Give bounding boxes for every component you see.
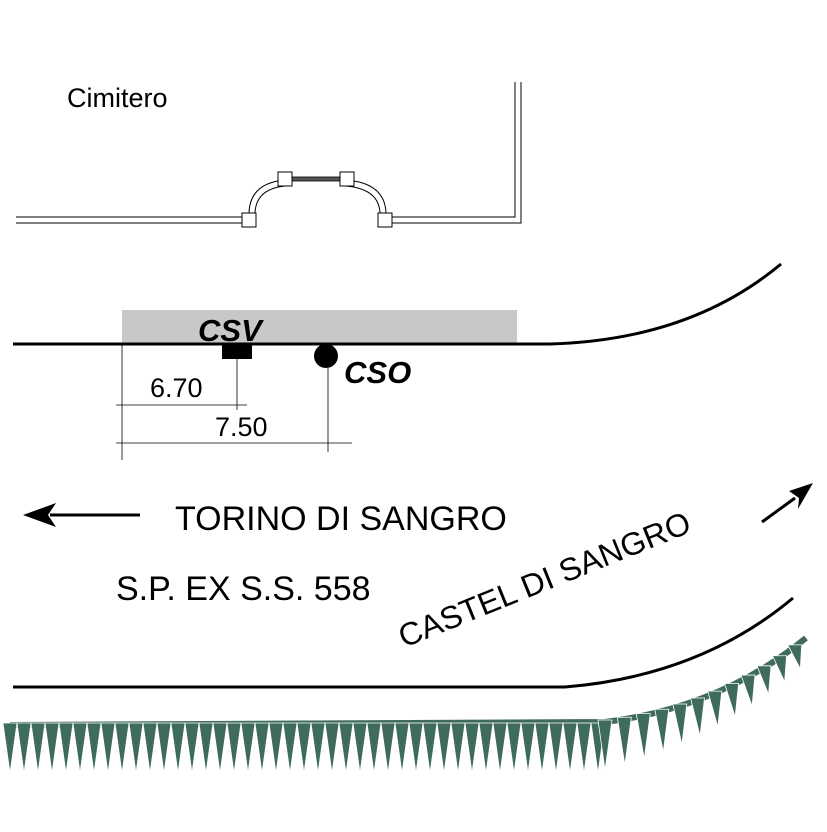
- arrow-left-icon: [23, 503, 140, 527]
- hedge-spike: [254, 722, 270, 774]
- hedge-spike: [142, 722, 158, 774]
- hedge-spike: [576, 722, 592, 774]
- cso-label: CSO: [344, 355, 411, 390]
- hedge-spike: [520, 722, 536, 774]
- hedge-spike: [100, 722, 116, 774]
- hedge-spike: [170, 722, 186, 774]
- gate-post: [277, 171, 293, 187]
- hedge-spike: [756, 665, 772, 695]
- hedge-spike: [324, 722, 340, 774]
- hedge-spike: [534, 722, 550, 774]
- hedge-spike: [338, 722, 354, 774]
- hedge-spike: [689, 697, 705, 737]
- cemetery-wall: [16, 82, 522, 224]
- arrow-up-right-icon: [761, 483, 813, 524]
- cso-marker-icon: [314, 344, 338, 368]
- hedge-spike: [597, 719, 613, 771]
- hedge-spike: [787, 644, 803, 671]
- hedge-spike: [128, 722, 144, 774]
- hedge-spike: [740, 674, 756, 707]
- hedge-spike: [654, 708, 670, 753]
- sidewalk: [122, 310, 517, 344]
- hedge-spike: [268, 722, 284, 774]
- hedge-spike: [506, 722, 522, 774]
- hedge-spike: [198, 722, 214, 774]
- hedge-spike: [492, 722, 508, 774]
- hedge-spike: [771, 655, 787, 683]
- hedge-spike: [464, 722, 480, 774]
- hedge-spike: [548, 722, 564, 774]
- dimension-cso: 7.50: [215, 412, 268, 442]
- hedge-spike: [366, 722, 382, 774]
- dimension-csv: 6.70: [150, 373, 203, 403]
- hedge-spike: [58, 722, 74, 774]
- hedge-spike: [282, 722, 298, 774]
- csv-label: CSV: [198, 313, 264, 348]
- hedge-spike: [562, 722, 578, 774]
- hedge-spike: [16, 722, 32, 774]
- gate-post: [241, 212, 257, 228]
- csv-marker-icon: [222, 344, 252, 359]
- hedge-spike: [422, 722, 438, 774]
- hedge-spike: [296, 722, 312, 774]
- hedge-spike: [616, 716, 632, 765]
- hedge-spike: [394, 722, 410, 774]
- hedge-spike: [156, 722, 172, 774]
- gate-bar: [291, 176, 341, 182]
- dimension-lines: [116, 344, 352, 460]
- hedge-spike: [450, 722, 466, 774]
- road-name: S.P. EX S.S. 558: [116, 570, 371, 608]
- gate-post: [339, 171, 355, 187]
- direction-west: TORINO DI SANGRO: [175, 500, 507, 538]
- hedge-spike: [72, 722, 88, 774]
- hedge-spike: [408, 722, 424, 774]
- hedge-spike: [114, 722, 130, 774]
- gate-post: [377, 212, 393, 228]
- hedge-spike: [707, 690, 723, 727]
- hedge-spike: [352, 722, 368, 774]
- hedge-spike: [380, 722, 396, 774]
- hedge-spike: [86, 722, 102, 774]
- hedge-spike: [184, 722, 200, 774]
- hedge-spike: [635, 713, 651, 759]
- hedge-spike: [212, 722, 228, 774]
- hedge-spike: [478, 722, 494, 774]
- hedge-spike: [724, 683, 740, 717]
- hedge-spike: [30, 722, 46, 774]
- cemetery-label: Cimitero: [67, 83, 168, 113]
- hedge-spike: [310, 722, 326, 774]
- hedge-spike: [44, 722, 60, 774]
- hedge-spike: [226, 722, 242, 774]
- hedge-spike: [672, 703, 688, 745]
- road-edge-lower: [13, 596, 794, 689]
- hedge: [2, 635, 808, 774]
- road-edge-upper: [13, 262, 782, 346]
- cemetery-gate: [241, 171, 393, 228]
- hedge-spike: [2, 722, 18, 774]
- hedge-spike: [240, 722, 256, 774]
- hedge-spike: [436, 722, 452, 774]
